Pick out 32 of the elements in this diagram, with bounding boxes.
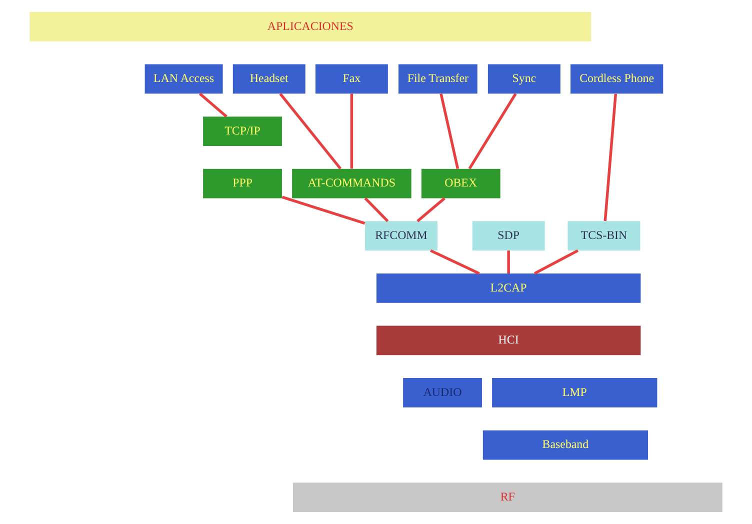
node-box: PPP xyxy=(203,168,282,198)
connector xyxy=(279,92,342,170)
connector xyxy=(282,196,366,225)
node-box: RFCOMM xyxy=(365,221,438,251)
node-box: Fax xyxy=(315,64,388,94)
node-box: TCP/IP xyxy=(203,116,282,146)
node-box: File Transfer xyxy=(398,64,478,94)
connector xyxy=(350,94,354,169)
node-box: OBEX xyxy=(421,168,500,198)
connector xyxy=(430,249,480,275)
connector xyxy=(507,250,510,274)
node-box: TCS-BIN xyxy=(568,221,640,251)
node-box: SDP xyxy=(472,221,545,251)
connector xyxy=(364,197,389,222)
node-box: AT-COMMANDS xyxy=(292,168,412,198)
node-box: LMP xyxy=(492,378,658,408)
node-box: APLICACIONES xyxy=(30,12,592,42)
node-box: Sync xyxy=(488,64,560,94)
connector xyxy=(416,197,446,222)
connector xyxy=(534,249,579,275)
node-box: L2CAP xyxy=(376,273,641,303)
node-box: AUDIO xyxy=(403,378,482,408)
connector xyxy=(440,93,460,169)
node-box: Headset xyxy=(232,64,306,94)
connector xyxy=(198,92,228,118)
node-box: RF xyxy=(292,482,722,512)
node-box: HCI xyxy=(376,326,641,356)
connector xyxy=(604,94,618,222)
node-box: Cordless Phone xyxy=(570,64,664,94)
connector xyxy=(468,93,517,170)
node-box: Baseband xyxy=(482,430,648,460)
node-box: LAN Access xyxy=(144,64,223,94)
